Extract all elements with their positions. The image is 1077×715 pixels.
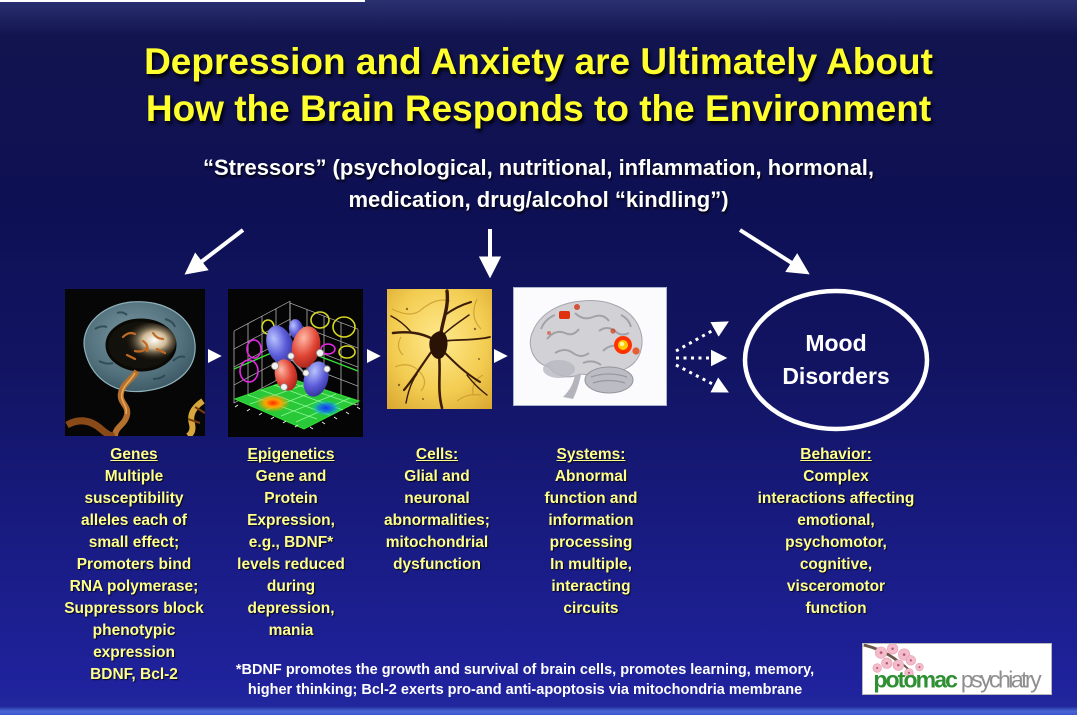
mood-line-2: Disorders <box>782 363 890 389</box>
column-cells-line: Glial and <box>404 468 470 485</box>
column-behavior-line: interactions affecting <box>757 490 915 507</box>
column-genes: Genes Multiple susceptibility alleles ea… <box>24 444 244 686</box>
column-systems-line: processing <box>549 534 633 551</box>
column-epigenetics-header: Epigenetics <box>247 446 335 463</box>
mood-line-1: Mood <box>805 330 867 356</box>
column-epigenetics-line: Protein <box>264 490 318 507</box>
bdnf-footnote: *BDNF promotes the growth and survival o… <box>200 660 850 700</box>
slide-title: Depression and Anxiety are Ultimately Ab… <box>0 38 1077 132</box>
stressors-subtitle: “Stressors” (psychological, nutritional,… <box>0 152 1077 216</box>
column-behavior-line: visceromotor <box>786 578 886 595</box>
systems-figure <box>513 287 667 406</box>
column-epigenetics: Epigenetics Gene and Protein Expression,… <box>191 444 391 642</box>
stressor-arrow-right-icon <box>738 228 810 275</box>
title-line-1: Depression and Anxiety are Ultimately Ab… <box>144 41 933 82</box>
title-line-2: How the Brain Responds to the Environmen… <box>145 88 932 129</box>
column-epigenetics-line: levels reduced <box>237 556 345 573</box>
column-genes-line: RNA polymerase; <box>69 578 199 595</box>
column-behavior: Behavior: Complex interactions affecting… <box>716 444 956 620</box>
column-behavior-line: function <box>805 600 867 617</box>
column-genes-line: small effect; <box>88 534 180 551</box>
column-genes-line: susceptibility <box>84 490 184 507</box>
column-systems-line: Abnormal <box>554 468 628 485</box>
column-genes-header: Genes <box>110 446 158 463</box>
column-genes-line: expression <box>93 644 175 661</box>
column-systems: Systems: Abnormal function and informati… <box>501 444 681 620</box>
logo-graphic: potomac psychiatry <box>863 644 1042 692</box>
column-epigenetics-line: Gene and <box>255 468 327 485</box>
column-behavior-line: Complex <box>803 468 869 485</box>
column-behavior-header: Behavior: <box>800 446 872 463</box>
mood-disorders-label: Mood Disorders <box>745 327 927 393</box>
subtitle-line-1: “Stressors” (psychological, nutritional,… <box>202 155 875 180</box>
column-epigenetics-line: depression, <box>247 600 335 617</box>
column-behavior-line: emotional, <box>797 512 875 529</box>
column-genes-line: Suppressors block <box>64 600 204 617</box>
column-cells: Cells: Glial and neuronal abnormalities;… <box>347 444 527 576</box>
column-systems-header: Systems: <box>556 446 626 463</box>
column-systems-line: In multiple, <box>550 556 632 573</box>
column-systems-line: function and <box>544 490 638 507</box>
column-epigenetics-line: mania <box>268 622 314 639</box>
genes-figure <box>65 289 205 436</box>
column-behavior-line: psychomotor, <box>785 534 887 551</box>
column-epigenetics-line: Expression, <box>247 512 335 529</box>
column-behavior-line: cognitive, <box>799 556 873 573</box>
cherry-blossom-icon <box>863 644 924 678</box>
dotted-arrow-down-icon <box>675 363 729 393</box>
column-genes-line: alleles each of <box>81 512 187 529</box>
column-cells-line: abnormalities; <box>384 512 490 529</box>
cells-figure <box>387 289 492 409</box>
logo-brand-text: potomac <box>873 666 958 692</box>
potomac-psychiatry-logo: potomac psychiatry <box>862 643 1052 695</box>
column-epigenetics-line: during <box>266 578 316 595</box>
subtitle-line-2: medication, drug/alcohol “kindling”) <box>348 187 729 212</box>
footnote-line-1: *BDNF promotes the growth and survival o… <box>235 662 815 678</box>
column-cells-line: neuronal <box>404 490 470 507</box>
column-cells-line: mitochondrial <box>385 534 489 551</box>
footnote-line-2: higher thinking; Bcl-2 exerts pro-and an… <box>247 682 803 698</box>
column-genes-line: phenotypic <box>92 622 176 639</box>
column-genes-line: Multiple <box>104 468 164 485</box>
column-epigenetics-line: e.g., BDNF* <box>248 534 334 551</box>
column-systems-line: interacting <box>551 578 631 595</box>
logo-suffix-text: psychiatry <box>961 666 1042 692</box>
dotted-arrow-up-icon <box>675 321 729 353</box>
bottom-border-strip <box>0 707 1077 715</box>
column-cells-line: dysfunction <box>393 556 481 573</box>
stressor-arrow-left-icon <box>184 228 245 275</box>
column-genes-line: BDNF, Bcl-2 <box>90 666 178 683</box>
epigenetics-figure <box>228 289 363 437</box>
column-cells-header: Cells: <box>415 446 459 463</box>
column-genes-line: Promoters bind <box>76 556 192 573</box>
column-systems-line: information <box>548 512 634 529</box>
column-systems-line: circuits <box>563 600 619 617</box>
top-border-line <box>0 0 365 2</box>
